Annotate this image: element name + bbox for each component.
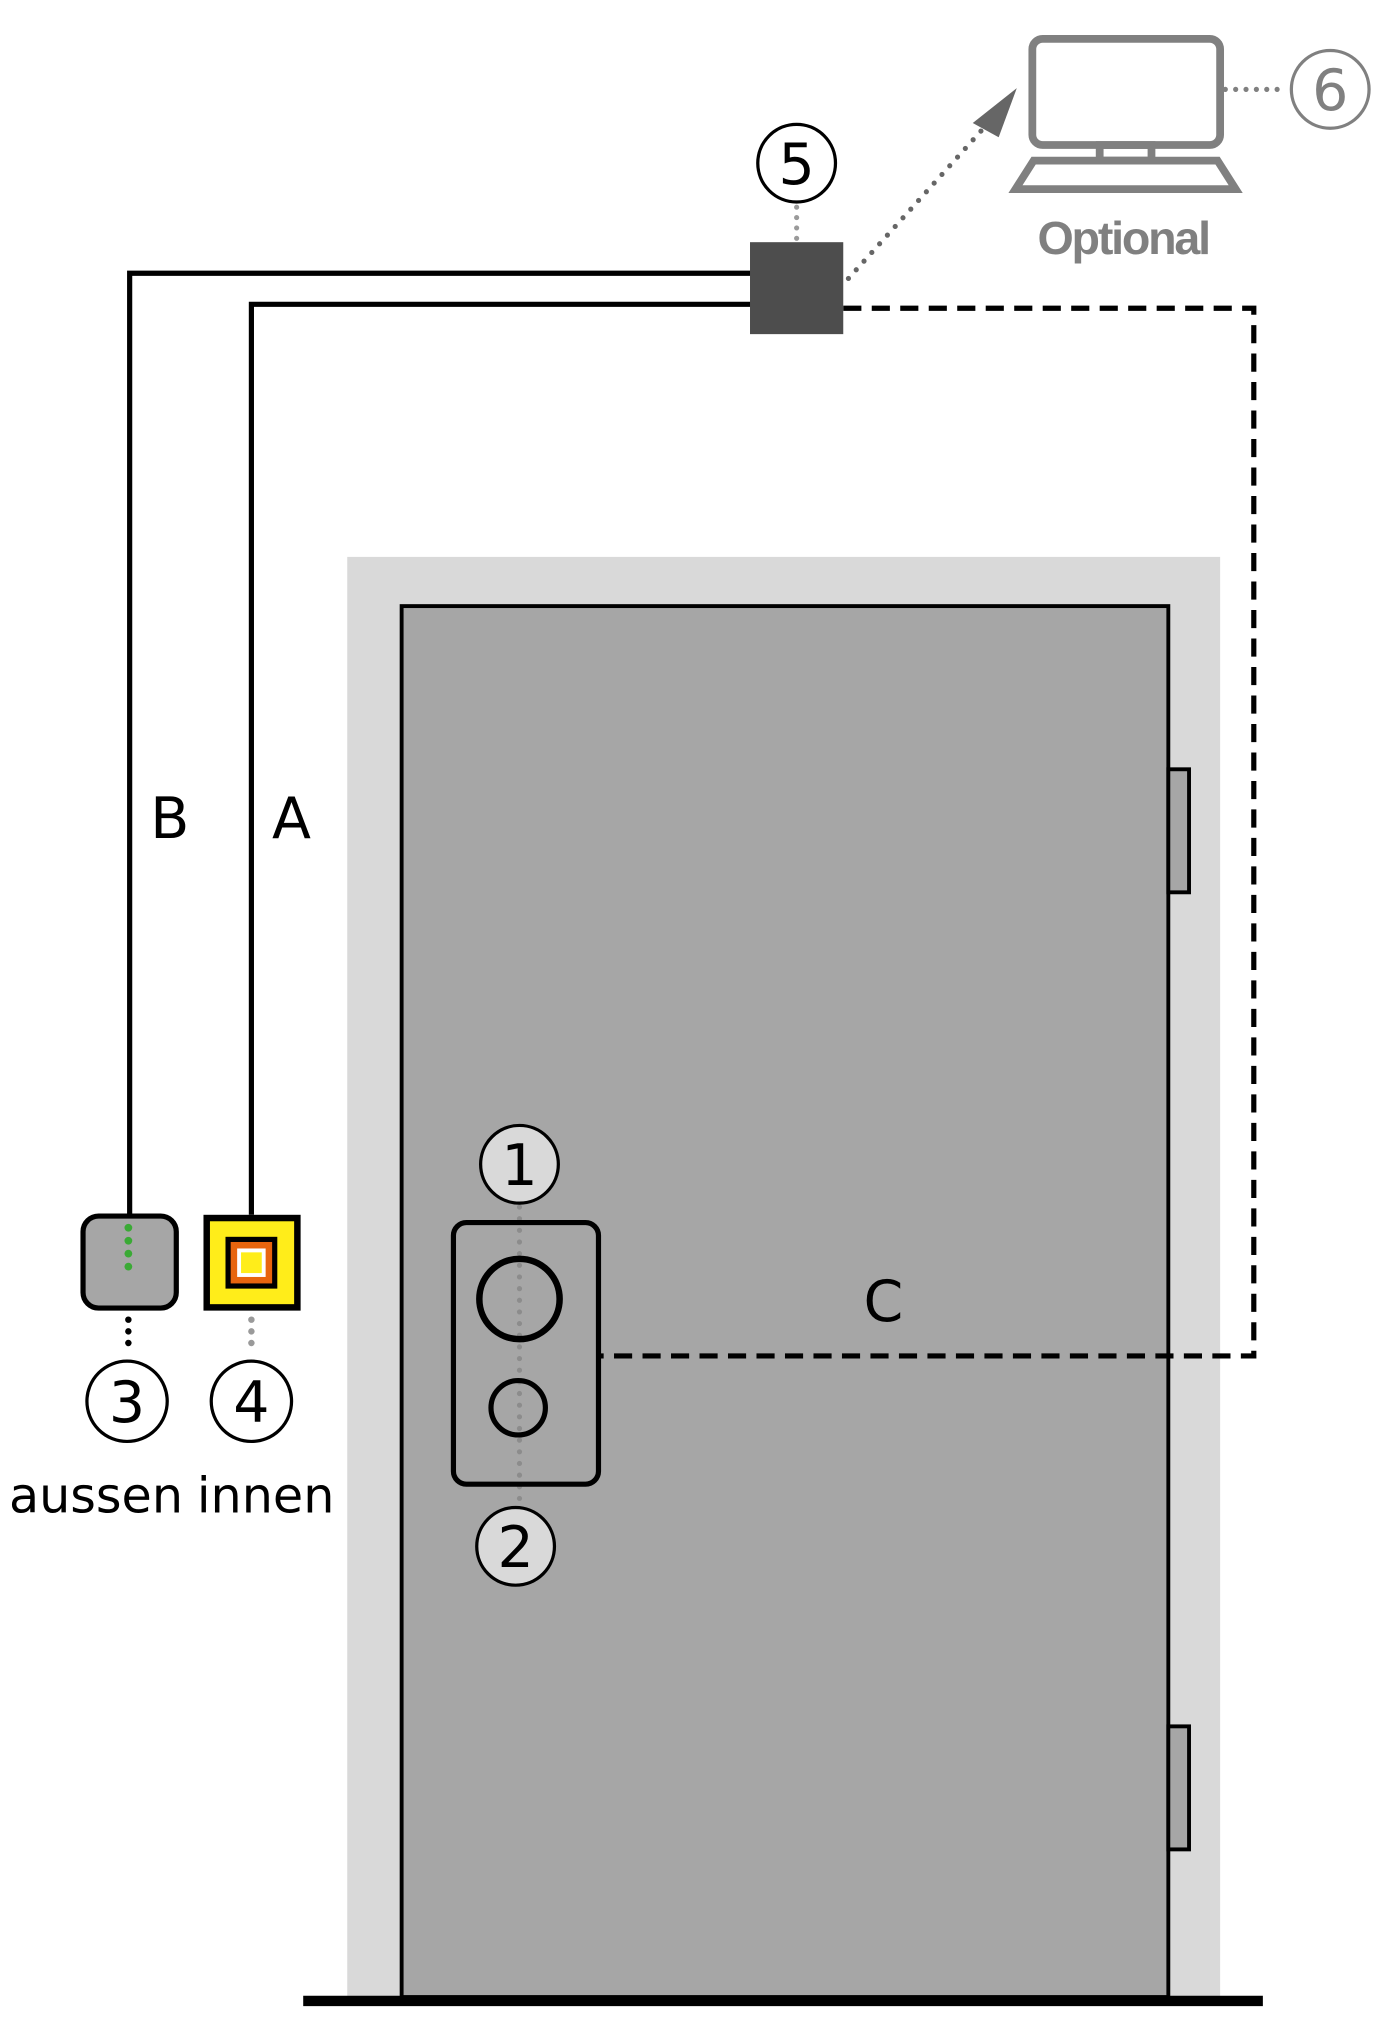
callout-4: 4 bbox=[209, 1359, 294, 1444]
label-inside: innen bbox=[197, 1467, 334, 1525]
lock-cylinder-top bbox=[476, 1255, 563, 1343]
wire-a bbox=[248, 301, 752, 1215]
wire-b bbox=[127, 270, 752, 1215]
lock-cylinder-bottom bbox=[488, 1377, 548, 1438]
svg-text:6: 6 bbox=[1312, 58, 1348, 124]
exit-button-inside bbox=[203, 1214, 301, 1311]
callout-6: 6 bbox=[1289, 48, 1371, 130]
wire-label-a: A bbox=[272, 786, 311, 852]
controller-box bbox=[750, 242, 844, 335]
svg-text:1: 1 bbox=[501, 1133, 537, 1199]
card-reader-outside bbox=[80, 1213, 179, 1311]
label-outside: aussen bbox=[9, 1467, 183, 1525]
door bbox=[399, 604, 1171, 1999]
callout-5: 5 bbox=[756, 122, 838, 204]
svg-text:3: 3 bbox=[109, 1370, 145, 1436]
callout-3: 3 bbox=[85, 1359, 169, 1444]
callout-2: 2 bbox=[475, 1505, 557, 1587]
hinge-top bbox=[1166, 767, 1191, 895]
svg-text:2: 2 bbox=[497, 1515, 533, 1581]
wire-label-b: B bbox=[150, 786, 189, 852]
optional-label: Optional bbox=[1038, 212, 1212, 264]
svg-text:4: 4 bbox=[233, 1370, 269, 1436]
callout-1: 1 bbox=[479, 1123, 560, 1205]
wire-c-dashed bbox=[598, 305, 1257, 1359]
svg-text:5: 5 bbox=[779, 132, 815, 198]
hinge-bottom bbox=[1166, 1724, 1191, 1852]
network-link-dotted bbox=[845, 121, 990, 282]
wire-label-c: C bbox=[864, 1269, 904, 1335]
computer-icon bbox=[1008, 34, 1243, 193]
arrow-head-icon bbox=[972, 88, 1017, 138]
lock-plate bbox=[450, 1219, 602, 1487]
